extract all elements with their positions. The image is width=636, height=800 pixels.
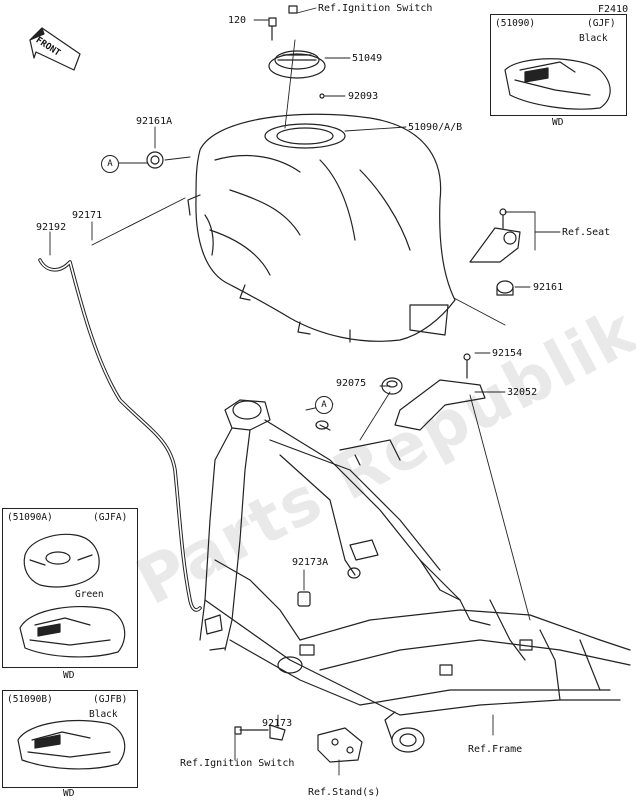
variant-box-gjfa: (51090A) (GJFA) Green bbox=[2, 508, 138, 668]
tank-bracket-drawing bbox=[394, 353, 486, 431]
part-label-92173A: 92173A bbox=[292, 557, 329, 568]
ignition-bolt-drawing bbox=[234, 724, 286, 741]
part-label-51090AB: 51090/A/B bbox=[408, 122, 463, 133]
part-label-92154: 92154 bbox=[492, 348, 523, 359]
part-label-92192: 92192 bbox=[36, 222, 67, 233]
part-label-51049: 51049 bbox=[352, 53, 383, 64]
part-label-92093: 92093 bbox=[348, 91, 379, 102]
variant-gjf-region: WD bbox=[552, 117, 564, 128]
marker-a-left: A bbox=[101, 155, 119, 173]
ref-stands: Ref.Stand(s) bbox=[308, 787, 381, 798]
damper-drawing bbox=[381, 377, 403, 395]
grommet-drawing bbox=[146, 151, 164, 169]
variant-gjf-code: (GJF) bbox=[587, 18, 616, 29]
variant-box-gjfb: (51090B) (GJFB) Black bbox=[2, 690, 138, 788]
variant-gjf-tank-drawing bbox=[504, 58, 611, 110]
fuel-cap-drawing bbox=[268, 5, 326, 99]
stand-bracket-drawing bbox=[317, 727, 363, 763]
collar-drawing bbox=[297, 591, 311, 607]
damper-right-drawing bbox=[496, 280, 514, 296]
seat-bracket-drawing bbox=[469, 208, 521, 263]
part-label-32052: 32052 bbox=[507, 387, 538, 398]
frame-drawing bbox=[199, 399, 631, 753]
variant-box-gjf: (51090) (GJF) Black bbox=[490, 14, 627, 116]
ref-ignition-switch-bottom: Ref.Ignition Switch bbox=[180, 758, 295, 769]
ref-seat: Ref.Seat bbox=[562, 227, 611, 238]
part-label-92075: 92075 bbox=[336, 378, 367, 389]
variant-gjfa-top-drawing bbox=[23, 533, 100, 588]
variant-gjfb-side-drawing bbox=[17, 719, 126, 770]
ref-frame: Ref.Frame bbox=[468, 744, 523, 755]
ref-ignition-switch-top: Ref.Ignition Switch bbox=[318, 3, 433, 14]
variant-gjfa-part: (51090A) bbox=[7, 512, 53, 523]
part-label-92161A: 92161A bbox=[136, 116, 173, 127]
variant-gjfa-side-drawing bbox=[19, 605, 126, 658]
fuel-tank-drawing bbox=[187, 113, 456, 343]
variant-gjfa-region: WD bbox=[63, 670, 75, 681]
front-arrow-icon bbox=[29, 27, 81, 71]
variant-gjf-part: (51090) bbox=[495, 18, 536, 29]
variant-gjfb-part: (51090B) bbox=[7, 694, 53, 705]
marker-a-frame: A bbox=[315, 396, 333, 414]
part-label-92171: 92171 bbox=[72, 210, 103, 221]
leader-lines bbox=[49, 7, 561, 776]
variant-gjfa-color: Green bbox=[75, 589, 104, 600]
variant-gjfb-region: WD bbox=[63, 788, 75, 799]
variant-gjf-color: Black bbox=[579, 33, 608, 44]
part-label-120: 120 bbox=[228, 15, 247, 26]
variant-gjfb-code: (GJFB) bbox=[93, 694, 128, 705]
part-label-92161: 92161 bbox=[533, 282, 564, 293]
variant-gjfa-code: (GJFA) bbox=[93, 512, 128, 523]
part-label-92173: 92173 bbox=[262, 718, 293, 729]
figure-code: F2410 bbox=[598, 4, 629, 15]
variant-gjfb-color: Black bbox=[89, 709, 118, 720]
